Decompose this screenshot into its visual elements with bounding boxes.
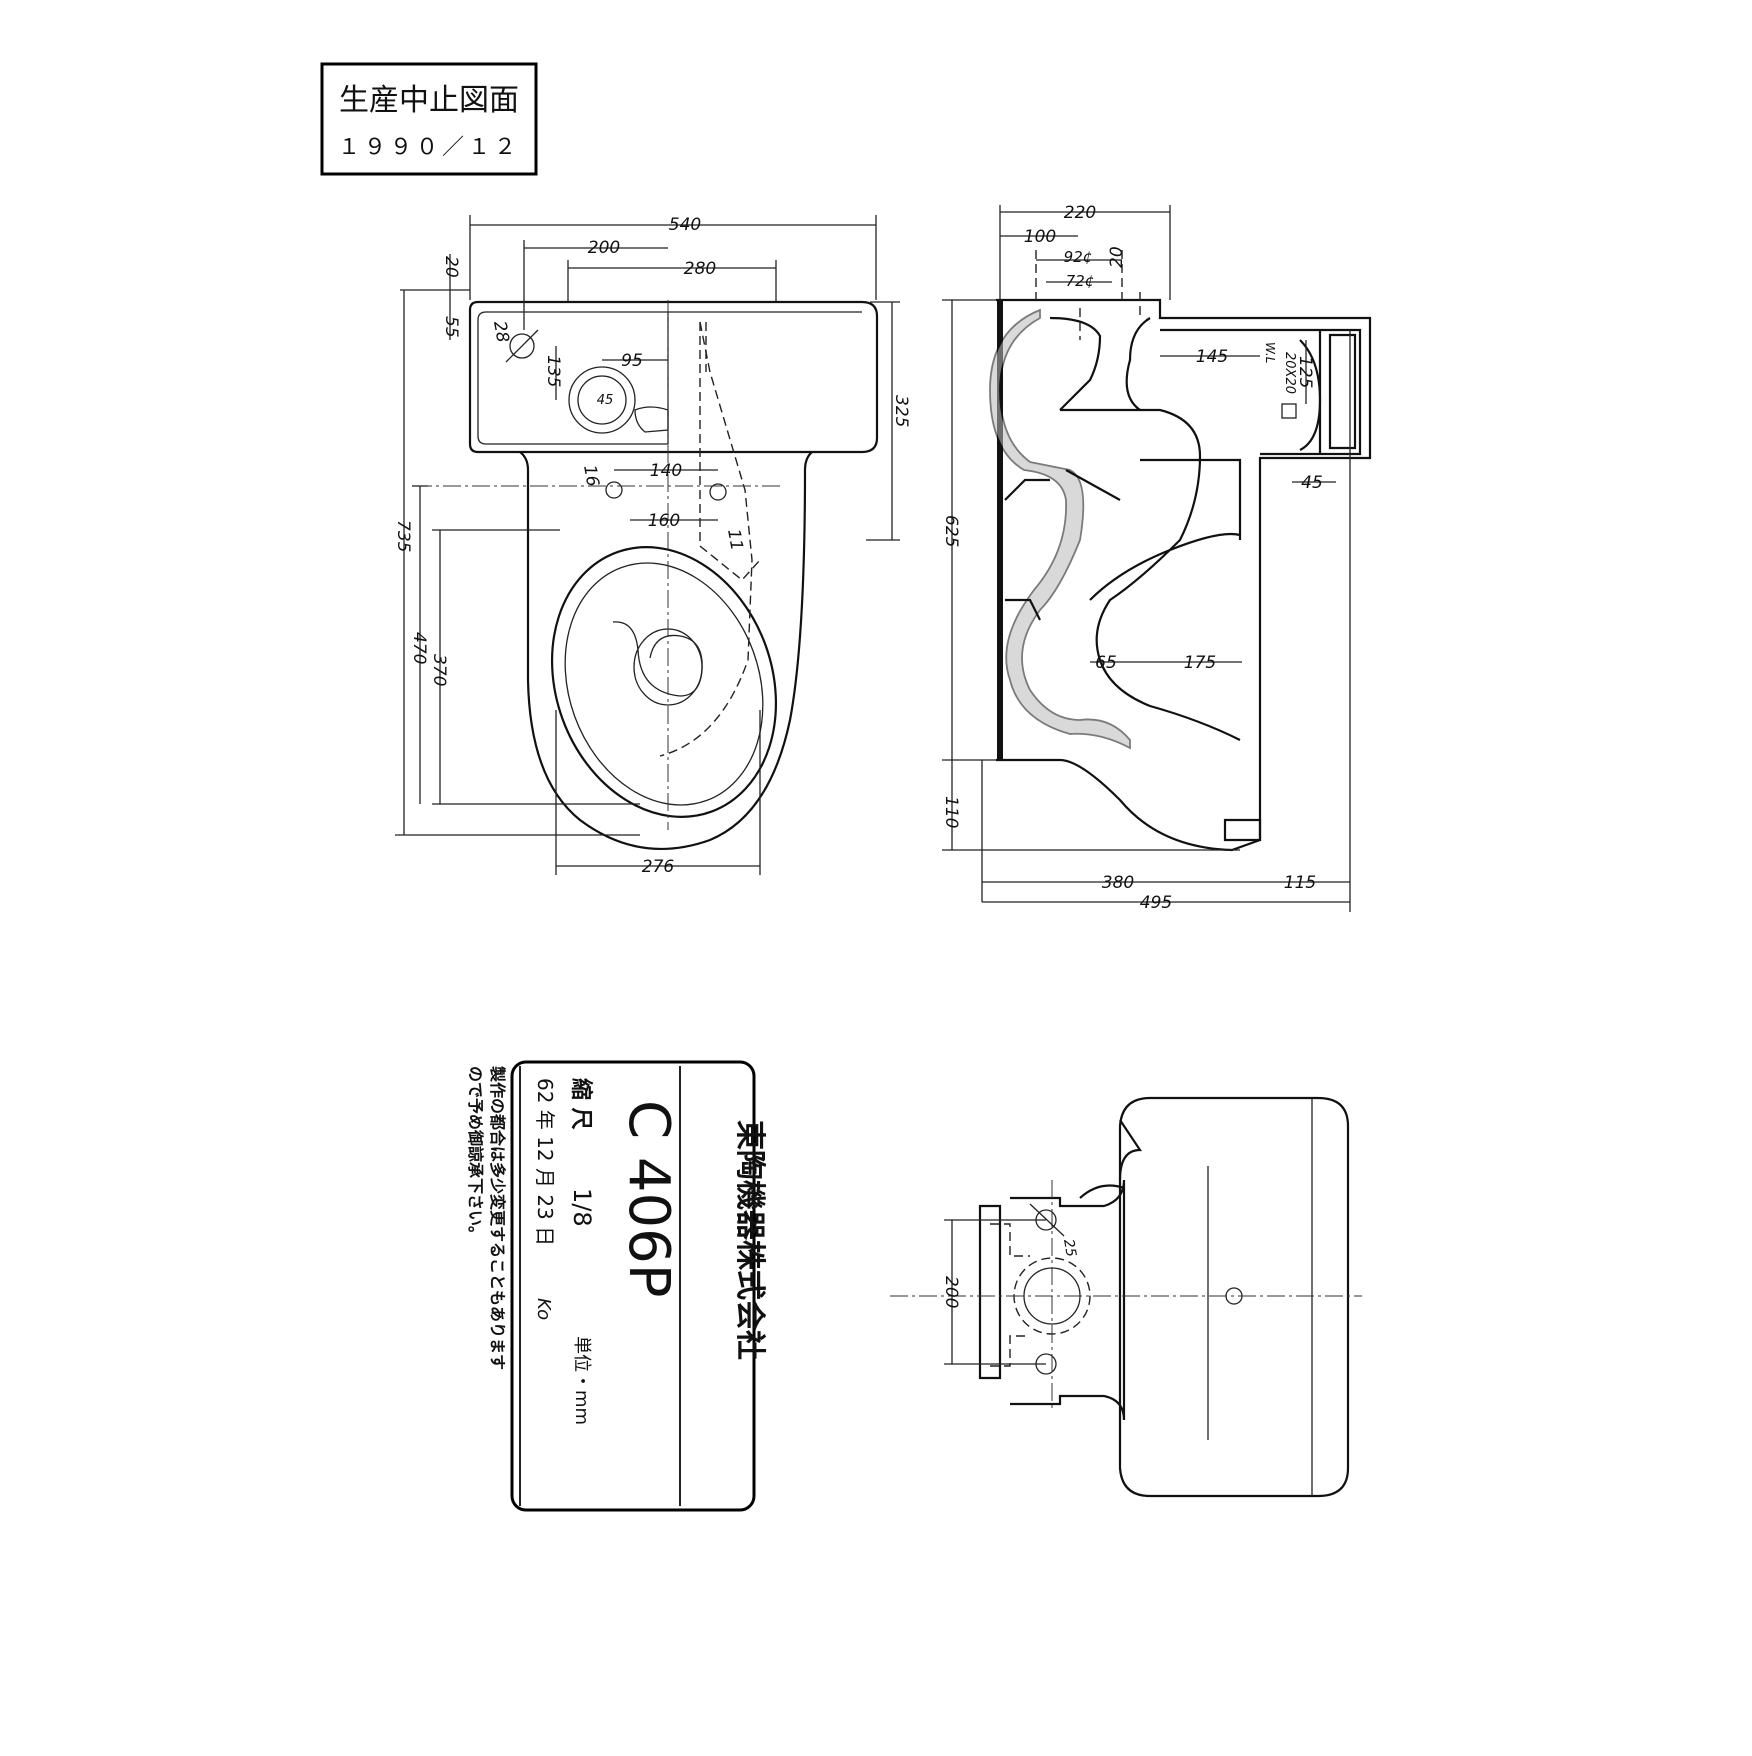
dim-20x20: 20X20 [1282, 352, 1297, 394]
dim-470: 470 [409, 632, 429, 664]
dim-495: 495 [1140, 893, 1172, 913]
dim-72: 72¢ [1066, 272, 1095, 290]
plan-view: 540 200 280 20 55 28 135 95 45 325 16 14… [393, 215, 911, 877]
dim-220: 220 [1064, 203, 1096, 223]
side-section-view: 220 100 92¢ 72¢ 20 145 W.L 20X20 125 45 … [941, 203, 1372, 913]
dim-110: 110 [941, 796, 961, 828]
title-block: 東陶機器株式会社 C 406P 縮 尺 1/8 単位・mm 62 年 12 月 … [466, 1060, 767, 1512]
dim-45-plan: 45 [597, 393, 614, 408]
dim-95: 95 [621, 351, 643, 371]
dim-11: 11 [723, 527, 746, 552]
scale-value: 1/8 [568, 1188, 596, 1227]
dim-380: 380 [1102, 873, 1134, 893]
dim-325: 325 [891, 395, 911, 427]
dim-65: 65 [1095, 653, 1117, 673]
dim-145: 145 [1196, 347, 1228, 367]
dim-28: 28 [489, 319, 512, 344]
dim-280: 280 [684, 259, 716, 279]
note-line-1: 製作の都合は多少変更することもあります [488, 1065, 507, 1370]
unit-label: 単位・mm [571, 1336, 592, 1425]
dim-125: 125 [1295, 356, 1315, 388]
note-line-2: ので予め御諒承下さい。 [466, 1066, 485, 1242]
dim-20-side: 20 [1107, 246, 1127, 268]
dim-20-plan: 20 [441, 256, 461, 278]
drafter-initials: Ko [533, 1298, 554, 1320]
discontinued-stamp: 生産中止図面 １９９０／１２ [320, 62, 538, 176]
dim-45-side: 45 [1301, 473, 1323, 493]
stamp-title: 生産中止図面 [339, 83, 519, 118]
dim-92: 92¢ [1064, 248, 1093, 266]
drawing-date: 62 年 12 月 23 日 [533, 1078, 557, 1246]
dim-160: 160 [648, 511, 680, 531]
dim-200: 200 [588, 238, 620, 258]
dim-540: 540 [669, 215, 701, 235]
model-number: C 406P [616, 1100, 681, 1298]
rear-view: 200 25 [890, 1096, 1362, 1498]
dim-276: 276 [642, 857, 675, 877]
dim-135: 135 [543, 355, 563, 387]
stamp-date: １９９０／１２ [338, 135, 520, 160]
dim-370: 370 [429, 654, 449, 686]
dim-140: 140 [650, 461, 682, 481]
dim-100: 100 [1024, 227, 1056, 247]
dim-200-rear: 200 [941, 1276, 961, 1308]
scale-label: 縮 尺 [568, 1078, 594, 1130]
dim-175: 175 [1184, 653, 1216, 673]
dim-735: 735 [393, 520, 413, 552]
company-name: 東陶機器株式会社 [732, 1120, 767, 1360]
dim-55: 55 [441, 316, 461, 338]
dim-16: 16 [579, 463, 602, 488]
dim-25: 25 [1060, 1238, 1079, 1258]
dim-625: 625 [941, 515, 961, 547]
dim-115: 115 [1284, 873, 1316, 893]
water-level-label: W.L [1263, 342, 1277, 363]
